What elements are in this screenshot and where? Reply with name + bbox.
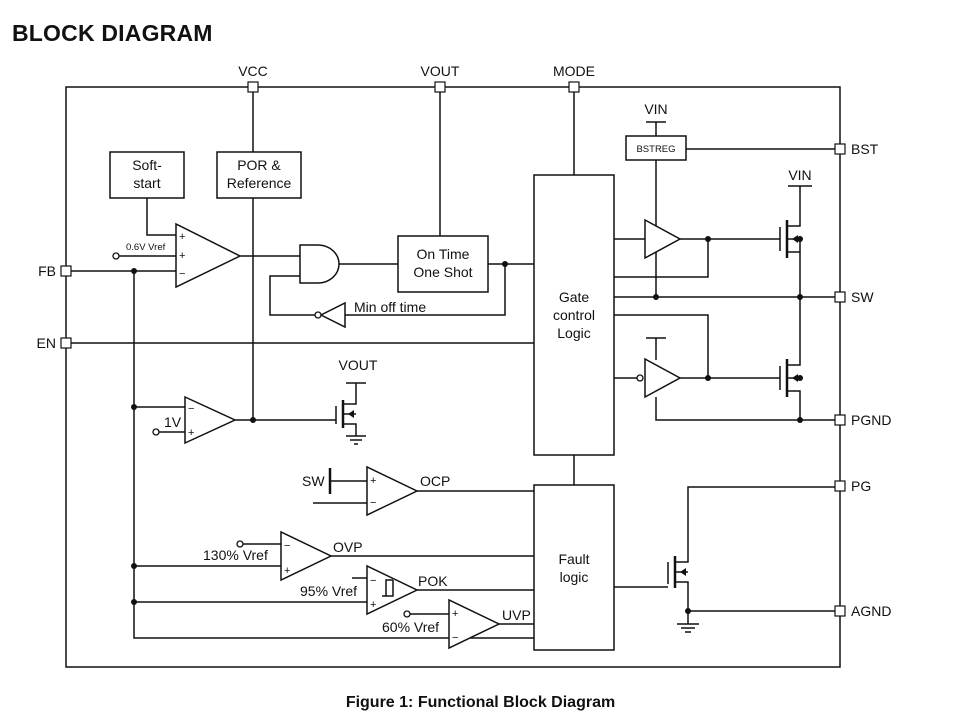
svg-text:Logic: Logic — [557, 325, 590, 341]
svg-text:logic: logic — [560, 569, 589, 585]
svg-text:start: start — [133, 175, 160, 191]
figure-caption: Figure 1: Functional Block Diagram — [345, 694, 616, 711]
svg-text:+: + — [179, 250, 185, 262]
pin-pgnd: PGND — [834, 412, 891, 428]
pin-agnd: AGND — [834, 603, 891, 619]
svg-text:SW: SW — [851, 289, 874, 305]
pin-pg: PG — [834, 478, 871, 494]
svg-text:−: − — [179, 268, 185, 280]
softstart-block: Soft- start — [109, 151, 185, 199]
bstreg-block: BSTREG — [625, 135, 687, 161]
svg-text:+: + — [452, 608, 458, 620]
high-side-mosfet: VIN — [779, 167, 812, 297]
and-gate — [299, 244, 398, 284]
svg-text:+: + — [284, 565, 290, 577]
svg-text:−: − — [370, 575, 376, 587]
svg-text:VCC: VCC — [238, 63, 268, 79]
svg-text:VIN: VIN — [644, 101, 667, 117]
svg-text:MODE: MODE — [553, 63, 595, 79]
sw-node — [614, 294, 835, 300]
svg-text:1V: 1V — [164, 414, 182, 430]
svg-text:On Time: On Time — [417, 246, 470, 262]
svg-text:VOUT: VOUT — [339, 357, 378, 373]
svg-text:−: − — [452, 632, 458, 644]
svg-text:+: + — [370, 599, 376, 611]
discharge-mosfet: VOUT — [335, 357, 378, 445]
svg-text:SW: SW — [302, 473, 325, 489]
softstart-comparator: + + − 0.6V Vref — [71, 198, 300, 289]
svg-text:One Shot: One Shot — [413, 264, 472, 280]
svg-text:−: − — [284, 540, 290, 552]
fault-logic-block: Fault logic — [533, 484, 615, 651]
svg-text:+: + — [370, 475, 376, 487]
low-side-mosfet — [779, 297, 835, 423]
svg-text:FB: FB — [38, 263, 56, 279]
top-wires — [252, 92, 575, 485]
svg-text:BST: BST — [851, 141, 879, 157]
svg-text:+: + — [179, 231, 185, 243]
pin-bst: BST — [834, 141, 879, 157]
svg-text:Soft-: Soft- — [132, 157, 162, 173]
svg-text:POK: POK — [418, 573, 448, 589]
pg-mosfet — [614, 486, 835, 633]
page-title: BLOCK DIAGRAM — [12, 20, 213, 46]
pok-comparator: − + 95% Vref POK — [134, 564, 534, 616]
svg-text:+: + — [188, 427, 194, 439]
svg-text:−: − — [188, 403, 194, 415]
svg-text:60% Vref: 60% Vref — [382, 619, 439, 635]
svg-text:PG: PG — [851, 478, 871, 494]
svg-text:VOUT: VOUT — [421, 63, 460, 79]
svg-text:VIN: VIN — [788, 167, 811, 183]
svg-text:Reference: Reference — [227, 175, 292, 191]
svg-text:OCP: OCP — [420, 473, 450, 489]
svg-text:control: control — [553, 307, 595, 323]
svg-text:130% Vref: 130% Vref — [203, 547, 268, 563]
svg-text:OVP: OVP — [333, 539, 363, 555]
por-reference-block: POR & Reference — [216, 151, 302, 199]
svg-text:95% Vref: 95% Vref — [300, 583, 357, 599]
one-volt-comparator: − + 1V — [134, 395, 336, 445]
gate-control-logic-block: Gate control Logic — [533, 174, 615, 456]
vin-bstreg: VIN — [644, 101, 835, 296]
svg-text:EN: EN — [37, 335, 56, 351]
on-time-one-shot-block: On Time One Shot — [397, 235, 489, 293]
chip-outline — [65, 86, 841, 668]
svg-text:AGND: AGND — [851, 603, 891, 619]
svg-text:Fault: Fault — [558, 551, 589, 567]
uvp-comparator: + − 60% Vref UVP — [382, 598, 534, 650]
svg-text:0.6V Vref: 0.6V Vref — [126, 242, 166, 253]
pin-sw: SW — [834, 289, 874, 305]
svg-text:POR &: POR & — [237, 157, 281, 173]
min-off-time-loop: Min off time — [269, 261, 534, 329]
svg-text:BSTREG: BSTREG — [636, 144, 675, 155]
low-side-driver — [614, 314, 800, 421]
svg-text:PGND: PGND — [851, 412, 891, 428]
ocp-comparator: + − SW OCP — [302, 465, 534, 517]
svg-text:Gate: Gate — [559, 289, 590, 305]
svg-text:UVP: UVP — [502, 607, 531, 623]
high-side-driver — [614, 218, 780, 278]
pin-fb: FB — [38, 263, 72, 279]
svg-text:Min off time: Min off time — [354, 299, 426, 315]
svg-text:−: − — [370, 497, 376, 509]
ovp-comparator: − + 130% Vref OVP — [134, 530, 534, 582]
